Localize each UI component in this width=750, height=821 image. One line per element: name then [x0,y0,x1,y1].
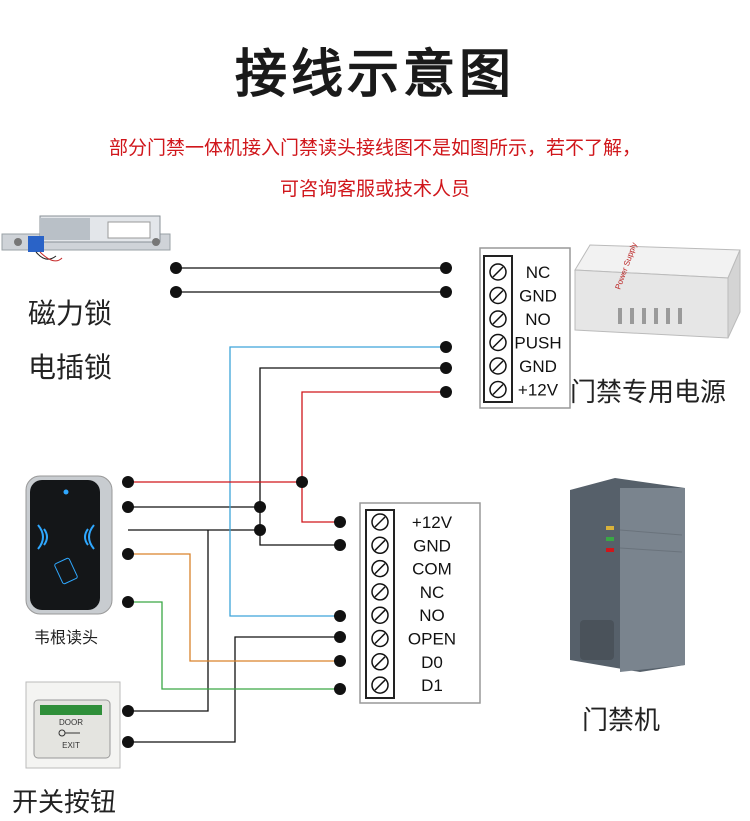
connection-dots [122,262,452,748]
button-text-door: DOOR [59,718,83,727]
terminal-screw-slot [374,609,386,621]
terminal-screw-slot [492,289,504,302]
psu-terminal-label: NC [526,263,551,282]
label-wiegand-reader: 韦根读头 [34,628,99,647]
terminal-screw-slot [374,563,386,575]
controller-terminal-label: GND [413,536,451,555]
psu-terminal-label: +12V [518,381,559,400]
controller-terminal-label: D0 [421,653,443,672]
controller-terminal-label: OPEN [408,630,456,649]
controller-terminal-label: COM [412,560,452,579]
terminal-screw-slot [374,632,386,645]
notice-line-2: 可咨询客服或技术人员 [279,178,470,200]
terminal-screw-slot [492,360,504,372]
terminal-screw-slot [492,313,504,325]
terminal-screw-slot [374,679,386,691]
controller-terminal-label: +12V [412,513,453,532]
access-controller-image [570,478,685,672]
terminal-screw-slot [374,539,386,551]
wires-black [128,267,446,743]
button-text-exit: EXIT [62,741,80,750]
controller-terminal-label: D1 [421,676,443,695]
terminal-screw-slot [374,516,386,528]
label-mag-lock: 磁力锁 [28,297,113,330]
label-access-controller: 门禁机 [582,706,661,736]
psu-terminal-label: PUSH [514,334,561,353]
label-power-supply: 门禁专用电源 [570,378,727,408]
mag-lock-image [1,215,171,262]
exit-button-image: DOOR EXIT [25,681,121,769]
wire-red-12v [128,391,446,523]
power-supply-image: Power Supply [574,241,741,339]
controller-terminal-label: NO [419,606,445,625]
controller-terminal-label: NC [420,583,445,602]
terminal-screw-slot [492,266,504,278]
wire-green-d1 [128,601,340,690]
terminal-screw-slot [374,586,386,598]
notice-line-1: 部分门禁一体机接入门禁读头接线图不是如图所示，若不了解， [108,137,641,159]
terminal-screw-slot [492,383,504,396]
psu-terminal-label: NO [525,310,551,329]
psu-terminal-label: GND [519,287,557,306]
wiegand-reader-image [25,475,113,615]
label-exit-button: 开关按钮 [12,788,117,818]
page-title: 接线示意图 [234,45,515,105]
controller-terminal-block [359,502,481,704]
terminal-screw-slot [492,336,504,349]
label-electric-lock: 电插锁 [28,351,113,384]
terminal-screw-slot [374,656,386,668]
psu-terminal-label: GND [519,357,557,376]
wire-orange-d0 [128,553,340,662]
